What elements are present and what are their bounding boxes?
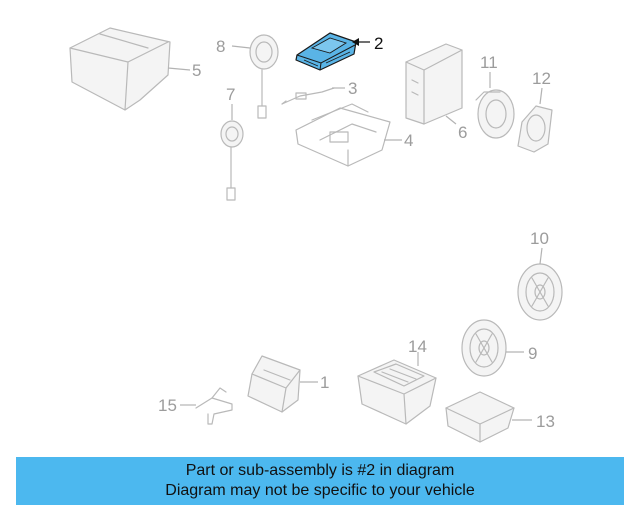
part-2-module[interactable]	[295, 32, 357, 71]
part-5-trim-cover[interactable]	[69, 27, 171, 111]
part-3-cable[interactable]	[281, 87, 335, 105]
part-11-speaker[interactable]	[475, 89, 515, 139]
callout-10: 10	[530, 229, 549, 248]
callout-15: 15	[158, 396, 177, 415]
callout-3: 3	[348, 79, 357, 98]
callout-9: 9	[528, 344, 537, 363]
part-10-speaker-ring[interactable]	[517, 263, 563, 321]
callout-7: 7	[226, 85, 235, 104]
leader-12	[539, 87, 543, 105]
part-12-speaker[interactable]	[517, 105, 553, 153]
part-1-housing[interactable]	[247, 355, 301, 413]
banner-line-1: Part or sub-assembly is #2 in diagram	[185, 462, 455, 479]
callout-14: 14	[408, 337, 427, 356]
part-14-grille[interactable]	[357, 359, 437, 425]
part-4-bracket[interactable]	[295, 103, 391, 167]
leader-5	[167, 67, 191, 71]
part-9-speaker-ring[interactable]	[461, 319, 507, 377]
callout-11: 11	[480, 53, 498, 72]
callout-8: 8	[216, 37, 225, 56]
part-6-amplifier[interactable]	[405, 43, 463, 125]
callout-12: 12	[532, 69, 551, 88]
part-13-module[interactable]	[445, 391, 515, 443]
part-8-speaker[interactable]	[249, 34, 279, 119]
callout-2: 2	[374, 34, 383, 53]
info-banner: Part or sub-assembly is #2 in diagram Di…	[16, 457, 624, 505]
leader-8	[231, 45, 251, 49]
callout-5: 5	[192, 61, 201, 80]
callout-4: 4	[404, 131, 413, 150]
callout-6: 6	[458, 123, 467, 142]
part-7-tweeter[interactable]	[220, 120, 244, 201]
callout-1: 1	[320, 373, 329, 392]
leader-6	[445, 115, 457, 125]
banner-line-2: Diagram may not be specific to your vehi…	[165, 482, 475, 499]
leader-2-arrow	[352, 38, 359, 46]
part-15-bracket[interactable]	[195, 387, 233, 425]
leader-10	[539, 247, 543, 265]
callout-13: 13	[536, 412, 555, 431]
